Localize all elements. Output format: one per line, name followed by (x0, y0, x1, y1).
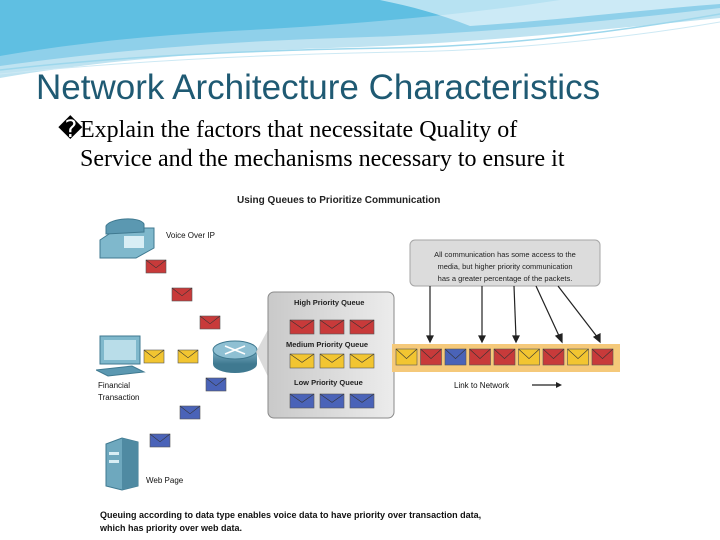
low-queue-packet-icon (319, 393, 345, 409)
web-server-icon (105, 437, 139, 491)
link-packet-icon (591, 348, 614, 366)
figure-heading: Using Queues to Prioritize Communication (237, 195, 440, 206)
link-label: Link to Network (454, 381, 510, 390)
high-queue-packet-icon (349, 319, 375, 335)
medium-queue-label: Medium Priority Queue (286, 340, 368, 349)
transaction-packet-icon (177, 349, 199, 364)
financial-label-1: Financial (98, 381, 130, 390)
low-queue-packet-icon (349, 393, 375, 409)
voice-packet-icon (199, 315, 221, 330)
bullet-glyph: � (58, 117, 83, 143)
note-box (409, 239, 601, 287)
caption-line-2: which has priority over web data. (99, 523, 242, 533)
low-queue-packet-icon (289, 393, 315, 409)
medium-queue-packet-icon (349, 353, 375, 369)
header-wave-decoration (0, 0, 720, 78)
web-packet-icon (205, 377, 227, 392)
voice-packet-icon (171, 287, 193, 302)
router-icon (212, 340, 258, 373)
link-packet-icon (567, 348, 589, 366)
link-packet-icon (420, 348, 442, 366)
link-packet-icon (518, 348, 540, 366)
bullet-line-2: Service and the mechanisms necessary to … (80, 146, 565, 172)
link-packet-icon (469, 348, 491, 366)
workstation-icon (96, 335, 146, 377)
low-queue-label: Low Priority Queue (294, 378, 363, 387)
voice-packet-icon (145, 259, 167, 274)
financial-label-2: Transaction (98, 393, 140, 402)
note-line-1: All communication has some access to the (434, 250, 576, 259)
note-line-3: has a greater percentage of the packets. (438, 274, 573, 283)
slide-title: Network Architecture Characteristics (36, 68, 601, 107)
high-queue-label: High Priority Queue (294, 298, 364, 307)
transaction-packet-icon (143, 349, 165, 364)
bullet-text: �Explain the factors that necessitate Qu… (58, 116, 698, 174)
bullet-line-1: Explain the factors that necessitate Qua… (80, 117, 518, 143)
medium-queue-packet-icon (319, 353, 345, 369)
link-packet-icon (493, 348, 516, 366)
link-packet-icon (542, 348, 565, 366)
voip-label: Voice Over IP (166, 231, 215, 240)
link-arrow-icon (532, 382, 562, 388)
note-arrows (426, 285, 601, 344)
web-page-label: Web Page (146, 476, 184, 485)
web-packet-icon (149, 433, 171, 448)
note-line-2: media, but higher priority communication (437, 262, 572, 271)
medium-queue-packet-icon (289, 353, 315, 369)
qos-queue-diagram: Using Queues to Prioritize Communication… (96, 195, 620, 533)
high-queue-packet-icon (289, 319, 315, 335)
high-queue-packet-icon (319, 319, 345, 335)
link-packet-icon (444, 348, 467, 366)
ip-phone-icon (99, 218, 155, 259)
web-packet-icon (179, 405, 201, 420)
caption-line-1: Queuing according to data type enables v… (100, 510, 481, 520)
link-packet-icon (395, 348, 418, 366)
